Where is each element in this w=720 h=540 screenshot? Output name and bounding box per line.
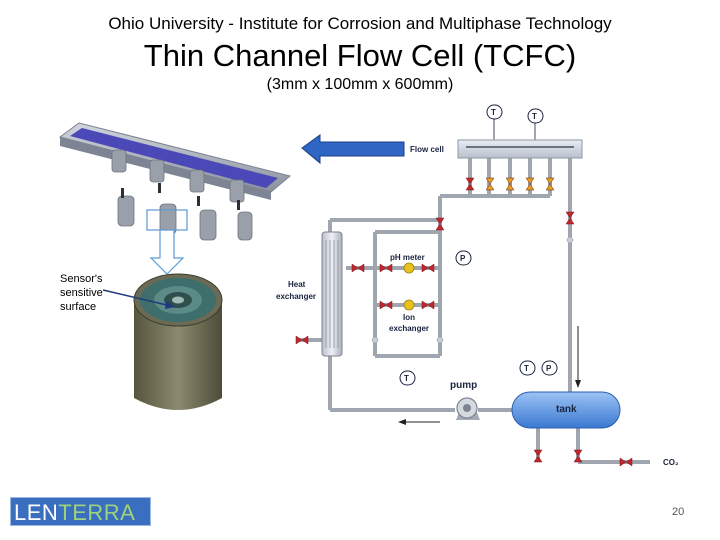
sensor-caption-line1: Sensor's [60, 273, 103, 285]
temperature-gauge-tank: T [519, 360, 536, 376]
ion-exchanger-unit [403, 299, 415, 311]
slide-subtitle: (3mm x 100mm x 600mm) [266, 76, 454, 93]
temperature-gauge-flowcell-2: T [527, 108, 544, 124]
lenterra-logo: LENTERRA [10, 497, 151, 526]
svg-text:T: T [532, 112, 537, 121]
organization-header: Ohio University - Institute for Corrosio… [108, 14, 612, 33]
label-flow-cell: Flow cell [410, 145, 444, 154]
svg-text:P: P [546, 364, 552, 373]
sensor-caption-line2: sensitive [60, 287, 103, 299]
svg-text:T: T [491, 108, 496, 117]
label-ion-exchanger-line1: Ion [403, 313, 415, 322]
temperature-gauge-flowcell-1: T [486, 104, 503, 120]
svg-text:T: T [524, 364, 529, 373]
flow-cell-photo [58, 122, 292, 241]
svg-text:T: T [404, 374, 409, 383]
tank [511, 391, 621, 429]
zoom-outline-arrow [146, 209, 188, 275]
label-ph-meter: pH meter [390, 253, 425, 262]
heat-exchanger [321, 231, 343, 357]
label-ion-exchanger-line2: exchanger [389, 324, 429, 333]
label-tank: tank [556, 404, 577, 415]
schematic-flow-cell [457, 139, 583, 159]
pump [456, 397, 480, 420]
ph-meter-sensor [403, 262, 415, 274]
page-number: 20 [672, 506, 685, 518]
label-pump: pump [450, 380, 477, 391]
sensor-caption-line3: surface [60, 301, 97, 313]
pressure-gauge-ph-loop: P [455, 250, 472, 266]
sensor-pointer-arrow [102, 289, 172, 307]
pressure-gauge-tank: P [541, 360, 558, 376]
sensor-closeup-photo [133, 273, 223, 410]
label-heat-exchanger-line2: exchanger [276, 292, 316, 301]
sensor-caption: Sensor's sensitive surface [60, 272, 150, 314]
valves [295, 177, 633, 467]
temperature-gauge-return: T [399, 370, 416, 386]
label-co2: CO₂ [663, 458, 679, 467]
slide-title: Thin Channel Flow Cell (TCFC) [143, 38, 577, 73]
flow-direction-arrow [301, 134, 405, 165]
label-heat-exchanger-line1: Heat [288, 280, 306, 289]
svg-text:P: P [460, 254, 466, 263]
